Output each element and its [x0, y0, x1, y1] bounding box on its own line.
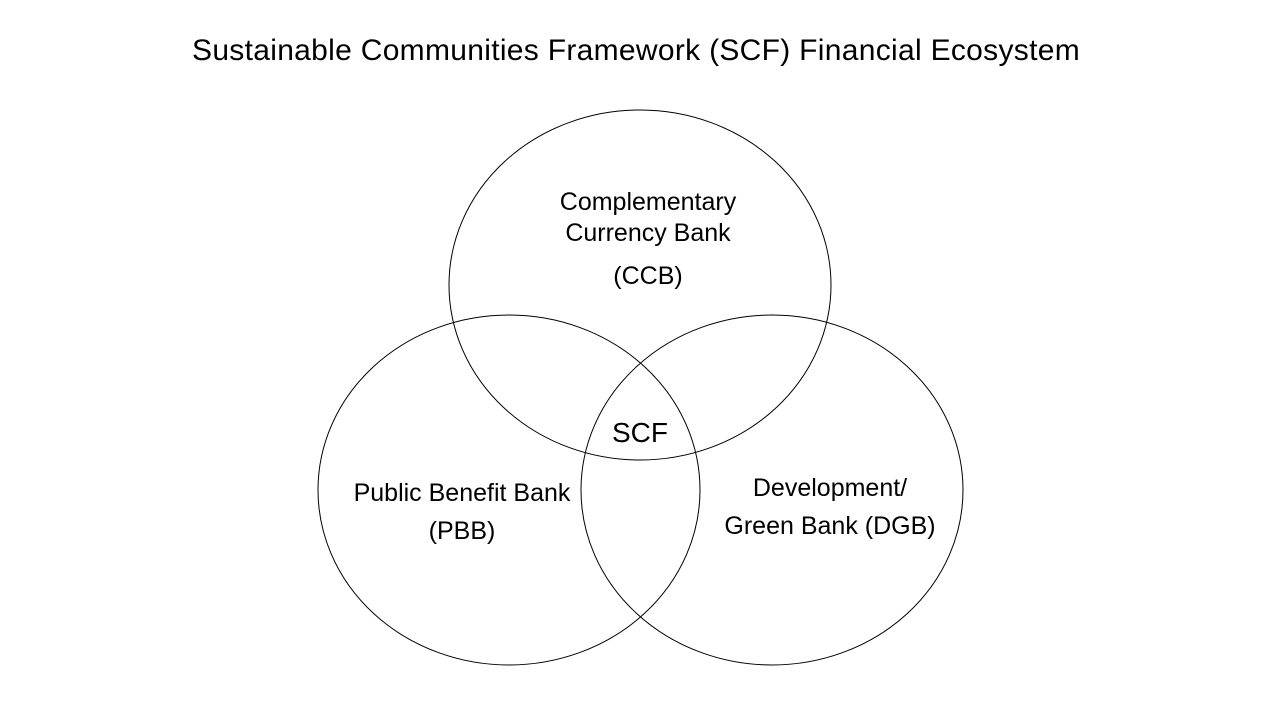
circle-pbb [317, 314, 701, 666]
label-scf-center: SCF [612, 417, 668, 448]
label-pbb-line1: Public Benefit Bank [353, 479, 571, 507]
label-dgb-line2: Green Bank (DGB) [724, 512, 936, 540]
label-pbb: Public Benefit Bank (PBB) [312, 474, 612, 550]
label-dgb-line1: Development/ [752, 474, 908, 502]
label-ccb-line2: Currency Bank [565, 219, 731, 247]
label-dgb: Development/ Green Bank (DGB) [680, 469, 980, 545]
label-pbb-line2: (PBB) [428, 517, 496, 545]
label-ccb-line3: (CCB) [613, 262, 683, 290]
circle-dgb [580, 314, 964, 666]
label-ccb: Complementary Currency Bank (CCB) [498, 176, 798, 290]
label-ccb-line1: Complementary [559, 188, 737, 216]
circle-ccb [448, 109, 832, 461]
diagram-title: Sustainable Communities Framework (SCF) … [192, 34, 1080, 67]
